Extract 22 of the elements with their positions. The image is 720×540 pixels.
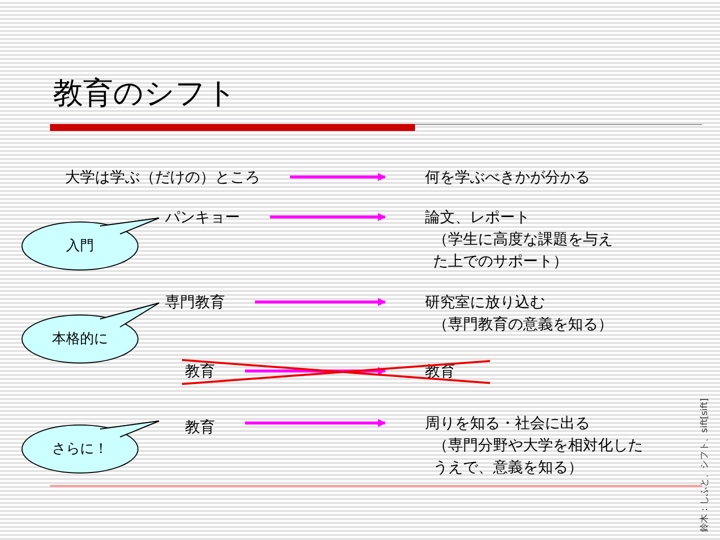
bubble-text: 本格的に [51,330,109,348]
item-text: 教育 [185,417,215,438]
slide-title: 教育のシフト [53,75,237,113]
note-text: （専門教育の意義を知る） [432,314,613,335]
bubble-text: 入門 [65,237,95,255]
arrow [290,173,386,181]
item-text: 教育 [185,361,215,382]
arrow [270,213,386,221]
item-text: 何を学ぶべきかが分かる [425,167,590,188]
arrow [255,298,386,306]
item-text: 周りを知る・社会に出る [425,413,590,434]
item-text: 研究室に放り込む [425,292,545,313]
vertical-note: 鈴木：しふと、シフト、sift[sift] [698,397,711,534]
arrow [245,367,386,375]
item-text: パンキョー [165,207,240,228]
item-text: 専門教育 [165,292,225,313]
bubble-text: さらに！ [51,440,109,458]
item-text: 論文、レポート [425,207,530,228]
item-text: 大学は学ぶ（だけの）ところ [65,167,260,188]
note-text: （専門分野や大学を相対化したうえで、意義を知る） [432,435,644,478]
arrow [245,419,386,427]
note-text: （学生に高度な課題を与えた上でのサポート） [432,229,614,272]
